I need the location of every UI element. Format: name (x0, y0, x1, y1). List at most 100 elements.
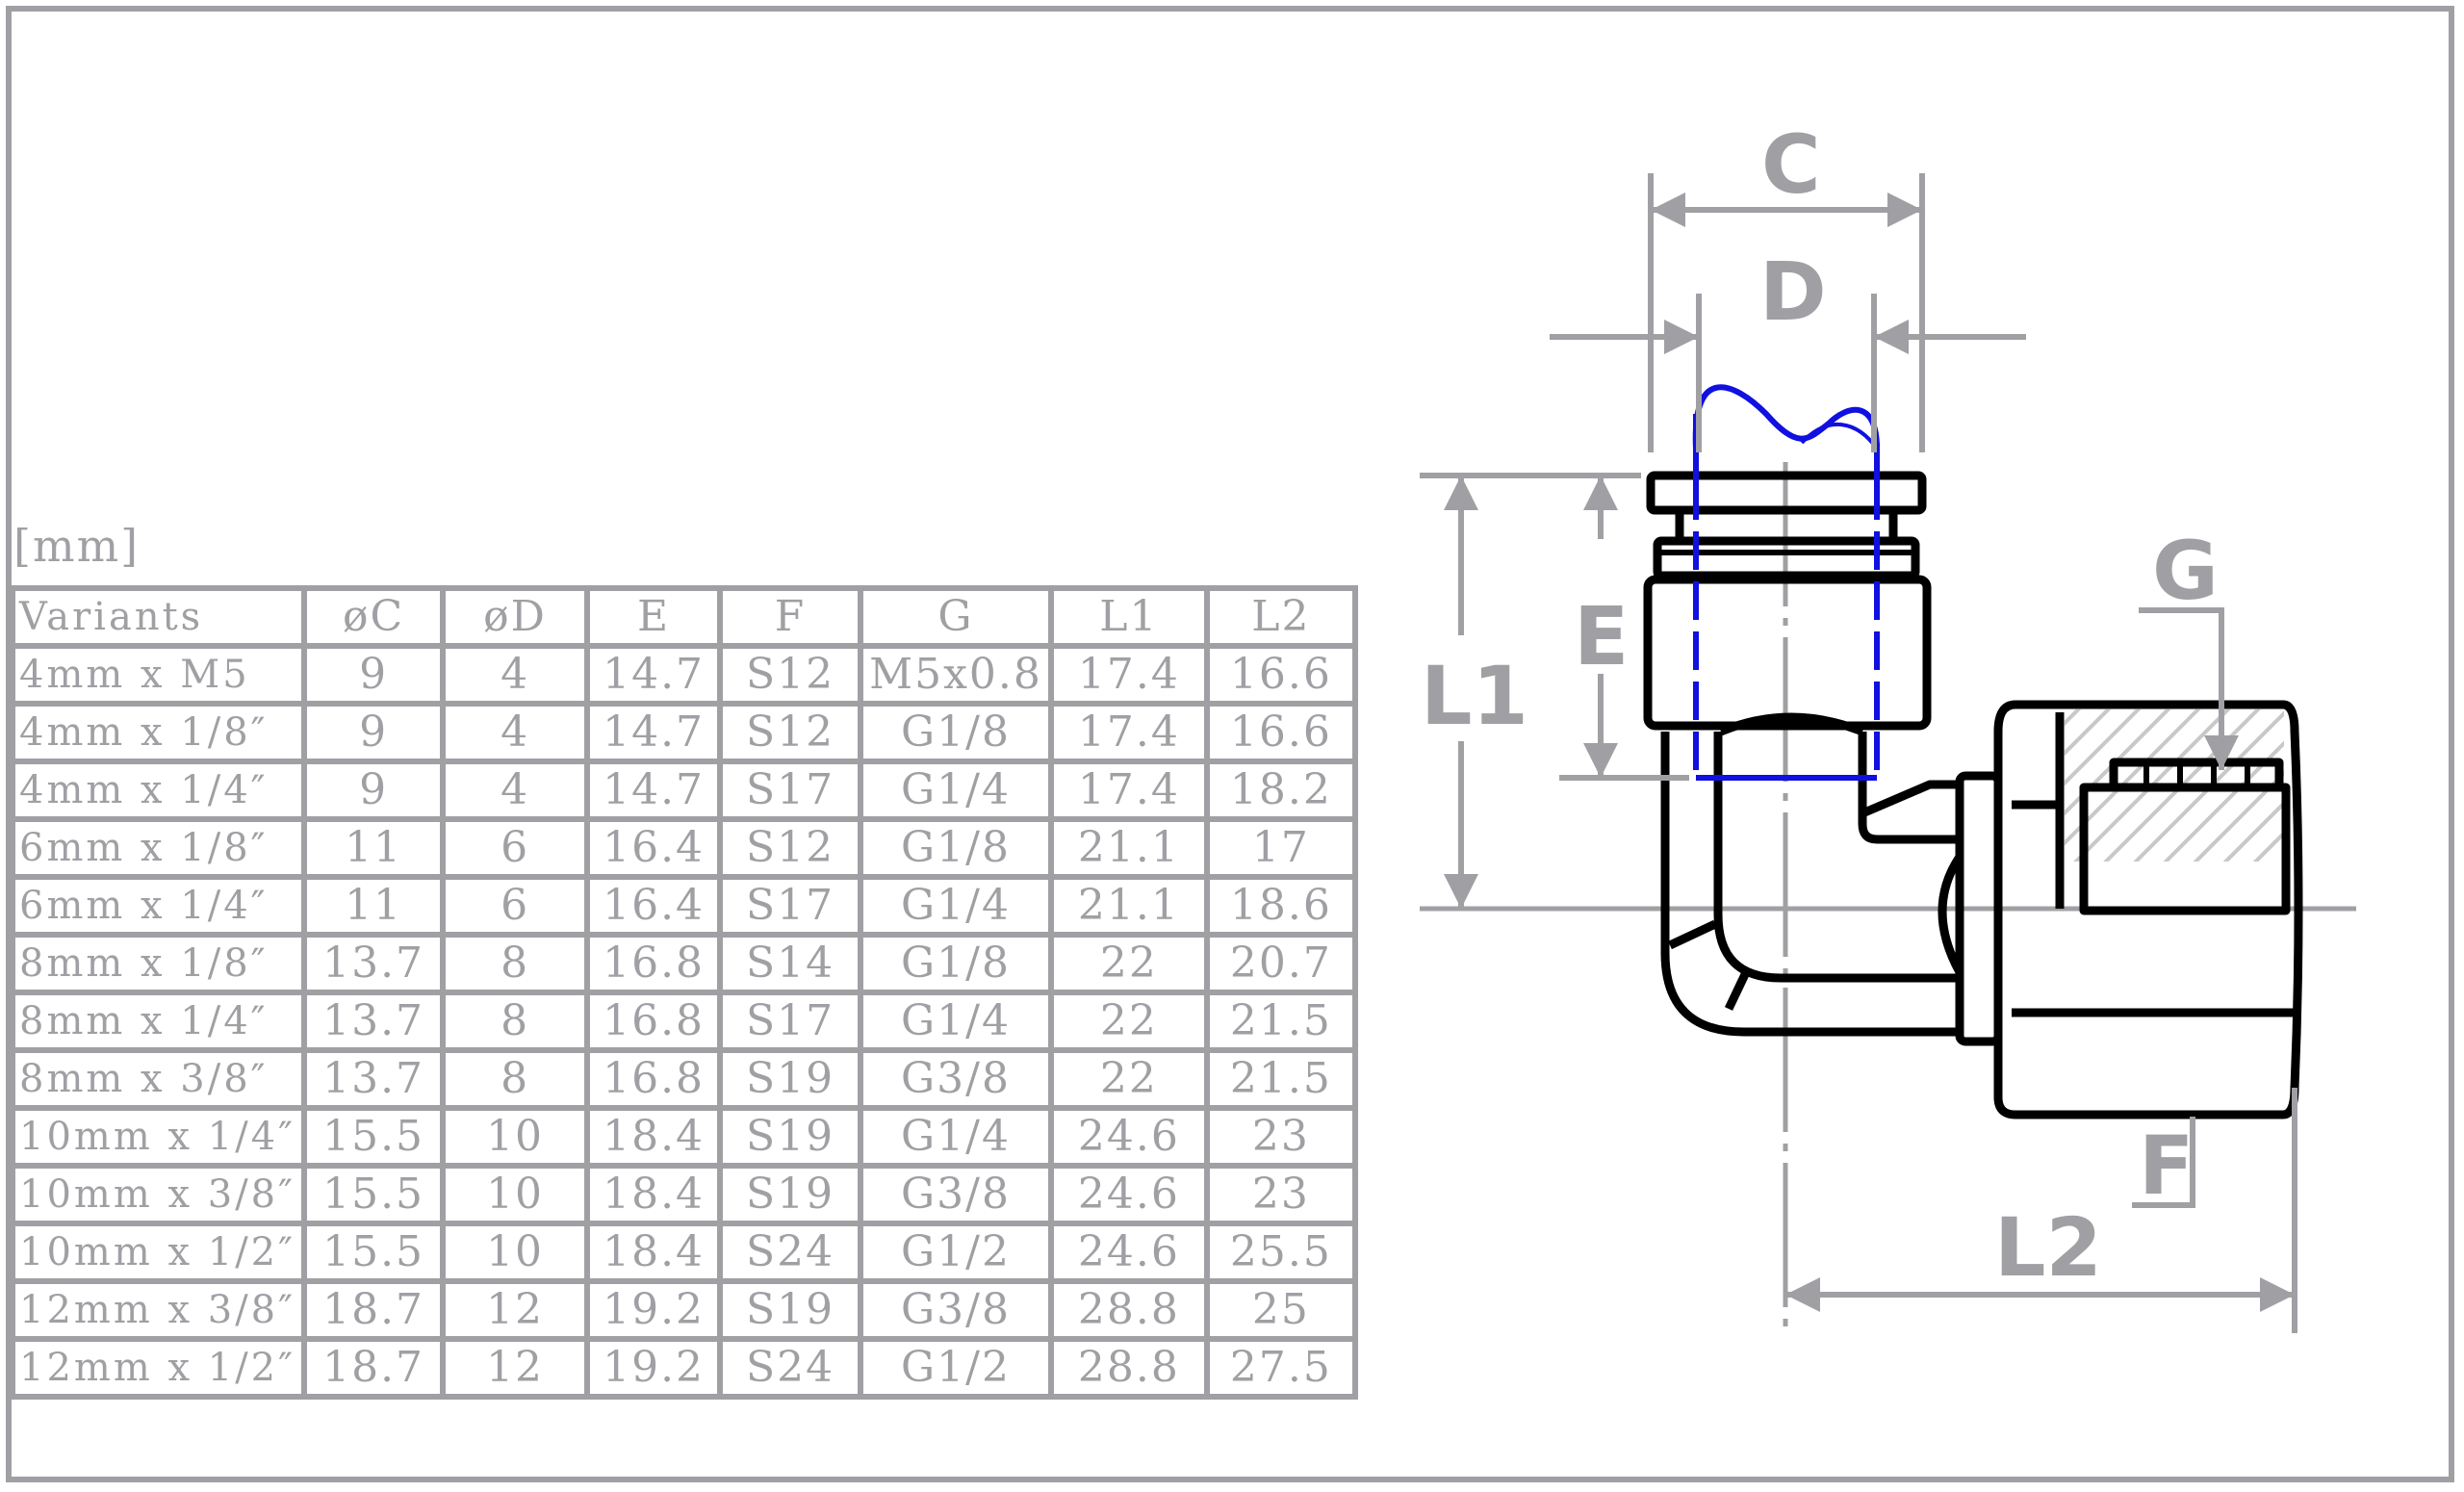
value-cell: 8 (440, 1047, 591, 1111)
value-cell: 21.5 (1203, 1047, 1358, 1111)
label-c: C (1761, 117, 1821, 212)
variant-cell: 8mm x 1/4″ (9, 990, 308, 1053)
value-cell: 18.7 (301, 1278, 447, 1342)
value-cell: 8 (440, 990, 591, 1053)
value-cell: 4 (440, 759, 591, 822)
value-cell: 9 (301, 759, 447, 822)
value-cell: S17 (717, 990, 864, 1053)
variant-cell: 4mm x 1/4″ (9, 759, 308, 822)
value-cell: 9 (301, 643, 447, 707)
variant-cell: 4mm x M5 (9, 643, 308, 707)
value-cell: 24.6 (1047, 1163, 1210, 1226)
label-l1: L1 (1421, 649, 1528, 743)
value-cell: 15.5 (301, 1221, 447, 1284)
dimension-g (2139, 607, 2239, 770)
variant-cell: 8mm x 3/8″ (9, 1047, 308, 1111)
value-cell: 23 (1203, 1105, 1358, 1169)
sheet-frame (6, 6, 2454, 1482)
value-cell: 17.4 (1047, 759, 1210, 822)
value-cell: 16.4 (584, 816, 724, 880)
variant-cell: 12mm x 1/2″ (9, 1336, 308, 1400)
value-cell: 16.8 (584, 990, 724, 1053)
value-cell: S19 (717, 1047, 864, 1111)
value-cell: 11 (301, 816, 447, 880)
value-cell: 21.5 (1203, 990, 1358, 1053)
label-d: D (1759, 244, 1827, 339)
value-cell: 19.2 (584, 1278, 724, 1342)
value-cell: 10 (440, 1105, 591, 1169)
tube-outline (1692, 384, 1880, 781)
value-cell: S17 (717, 874, 864, 938)
value-cell: 22 (1047, 990, 1210, 1053)
value-cell: 10 (440, 1221, 591, 1284)
value-cell: S24 (717, 1336, 864, 1400)
value-cell: 8 (440, 932, 591, 995)
variant-cell: 10mm x 1/4″ (9, 1105, 308, 1169)
value-cell: 17 (1203, 816, 1358, 880)
variant-cell: 4mm x 1/8″ (9, 701, 308, 764)
value-cell: 6 (440, 816, 591, 880)
column-header-0: Variants (9, 585, 308, 649)
value-cell: 24.6 (1047, 1221, 1210, 1284)
value-cell: 12 (440, 1336, 591, 1400)
dimension-l1 (1420, 473, 1641, 909)
column-header-5: G (858, 585, 1054, 649)
column-header-1: øC (301, 585, 447, 649)
value-cell: M5x0.8 (858, 643, 1054, 707)
value-cell: G1/8 (858, 701, 1054, 764)
value-cell: 11 (301, 874, 447, 938)
value-cell: 19.2 (584, 1336, 724, 1400)
value-cell: 13.7 (301, 932, 447, 995)
value-cell: G3/8 (858, 1163, 1054, 1226)
value-cell: G1/8 (858, 816, 1054, 880)
value-cell: 10 (440, 1163, 591, 1226)
value-cell: 18.6 (1203, 874, 1358, 938)
dimension-l2 (1785, 1088, 2297, 1333)
value-cell: G3/8 (858, 1278, 1054, 1342)
value-cell: 12 (440, 1278, 591, 1342)
value-cell: 23 (1203, 1163, 1358, 1226)
variant-cell: 10mm x 1/2″ (9, 1221, 308, 1284)
column-header-7: L2 (1203, 585, 1358, 649)
value-cell: 16.8 (584, 1047, 724, 1111)
value-cell: G1/8 (858, 932, 1054, 995)
variant-cell: 6mm x 1/4″ (9, 874, 308, 938)
value-cell: 22 (1047, 1047, 1210, 1111)
value-cell: 25 (1203, 1278, 1358, 1342)
value-cell: 28.8 (1047, 1278, 1210, 1342)
value-cell: 14.7 (584, 759, 724, 822)
dimension-e (1559, 476, 1689, 781)
value-cell: 16.6 (1203, 643, 1358, 707)
column-header-3: E (584, 585, 724, 649)
value-cell: S19 (717, 1105, 864, 1169)
value-cell: G1/2 (858, 1221, 1054, 1284)
value-cell: G1/4 (858, 874, 1054, 938)
dimension-c (1648, 173, 1925, 452)
dimension-d (1550, 294, 2026, 452)
value-cell: 4 (440, 643, 591, 707)
value-cell: 9 (301, 701, 447, 764)
value-cell: 28.8 (1047, 1336, 1210, 1400)
value-cell: G3/8 (858, 1047, 1054, 1111)
value-cell: 18.4 (584, 1105, 724, 1169)
value-cell: 13.7 (301, 990, 447, 1053)
variant-cell: 6mm x 1/8″ (9, 816, 308, 880)
value-cell: 21.1 (1047, 816, 1210, 880)
value-cell: 14.7 (584, 701, 724, 764)
value-cell: G1/2 (858, 1336, 1054, 1400)
value-cell: 18.4 (584, 1221, 724, 1284)
value-cell: G1/4 (858, 759, 1054, 822)
